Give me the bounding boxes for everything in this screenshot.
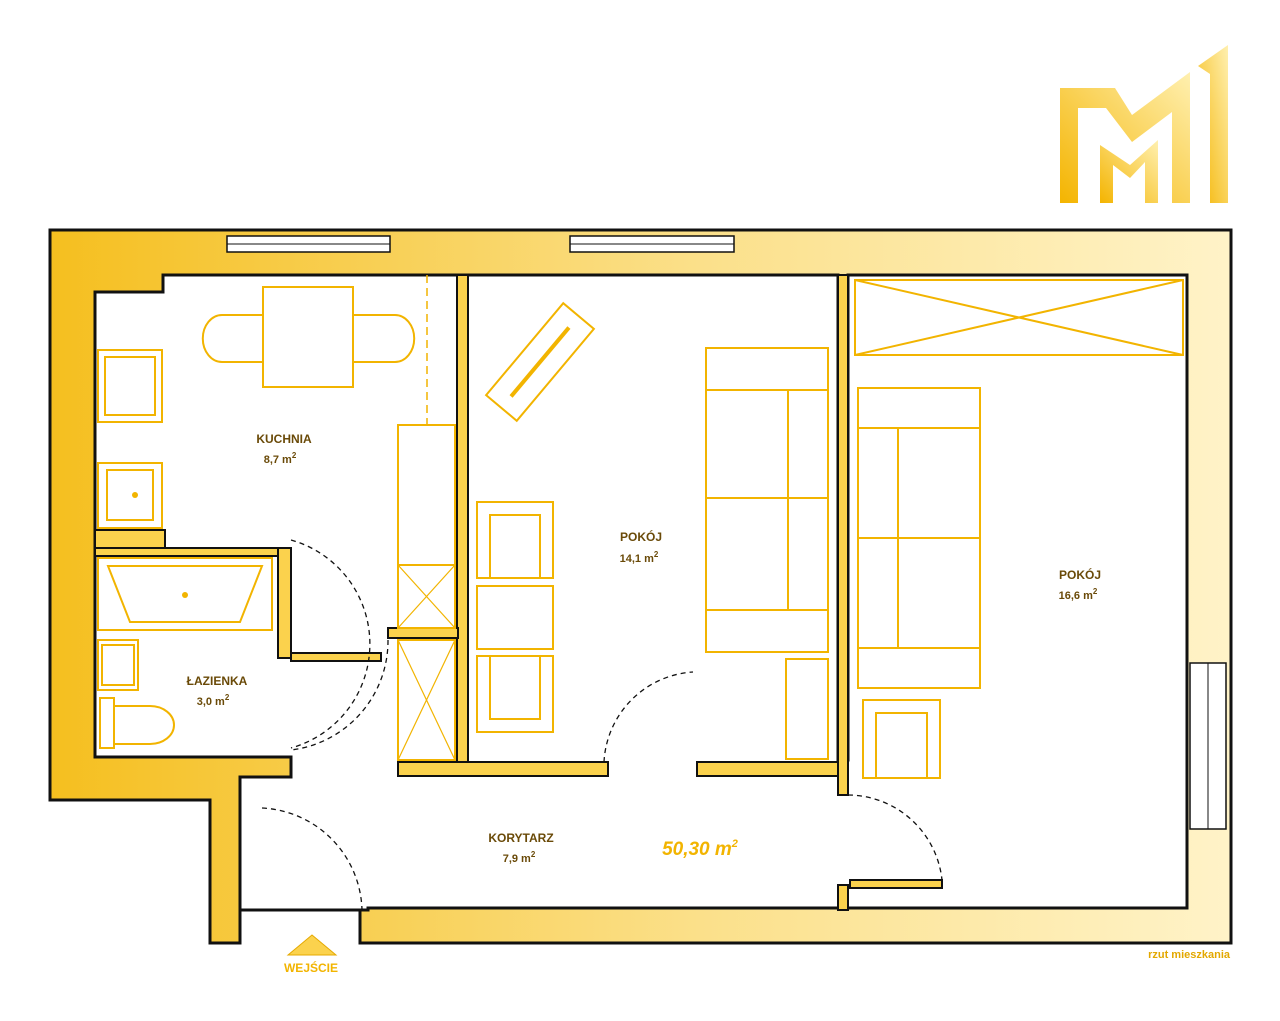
total-area-label: 50,30 m2	[662, 838, 738, 860]
svg-text:KUCHNIA: KUCHNIA	[256, 432, 312, 446]
svg-text:POKÓJ: POKÓJ	[620, 529, 662, 544]
plan-caption: rzut mieszkania	[1148, 949, 1231, 961]
interior-floor	[93, 273, 1189, 912]
entrance-label: WEJŚCIE	[284, 960, 338, 975]
window-room2	[1189, 662, 1227, 830]
label-hallway: KORYTARZ 7,9 m2	[488, 831, 553, 865]
svg-text:14,1 m2: 14,1 m2	[620, 550, 659, 565]
svg-text:3,0 m2: 3,0 m2	[197, 693, 230, 708]
door-room2[interactable]	[847, 794, 943, 881]
label-bathroom: ŁAZIENKA 3,0 m2	[187, 674, 248, 708]
label-room1: POKÓJ 14,1 m2	[620, 529, 662, 565]
svg-text:8,7 m2: 8,7 m2	[264, 451, 297, 466]
svg-text:16,6 m2: 16,6 m2	[1059, 587, 1098, 602]
door-room1[interactable]	[603, 671, 694, 763]
svg-text:7,9 m2: 7,9 m2	[503, 850, 536, 865]
room2-furniture	[854, 279, 1184, 779]
svg-text:KORYTARZ: KORYTARZ	[488, 831, 553, 845]
svg-text:ŁAZIENKA: ŁAZIENKA	[187, 674, 248, 688]
entrance-arrow-icon	[286, 934, 338, 956]
label-room2: POKÓJ 16,6 m2	[1059, 567, 1101, 602]
label-kitchen: KUCHNIA 8,7 m2	[256, 432, 312, 466]
kitchen-furniture	[97, 275, 456, 629]
m-monogram-logo	[1060, 45, 1228, 203]
door-entrance[interactable]	[261, 807, 363, 911]
svg-text:50,30 m2: 50,30 m2	[662, 838, 738, 860]
bathroom-furniture	[97, 557, 456, 761]
window-kitchen	[226, 235, 391, 253]
interior-walls	[94, 274, 943, 911]
window-room1	[569, 235, 735, 253]
room1-furniture	[476, 301, 829, 760]
door-kitchen[interactable]	[290, 639, 389, 751]
door-bathroom[interactable]	[290, 539, 371, 749]
svg-text:POKÓJ: POKÓJ	[1059, 567, 1101, 582]
